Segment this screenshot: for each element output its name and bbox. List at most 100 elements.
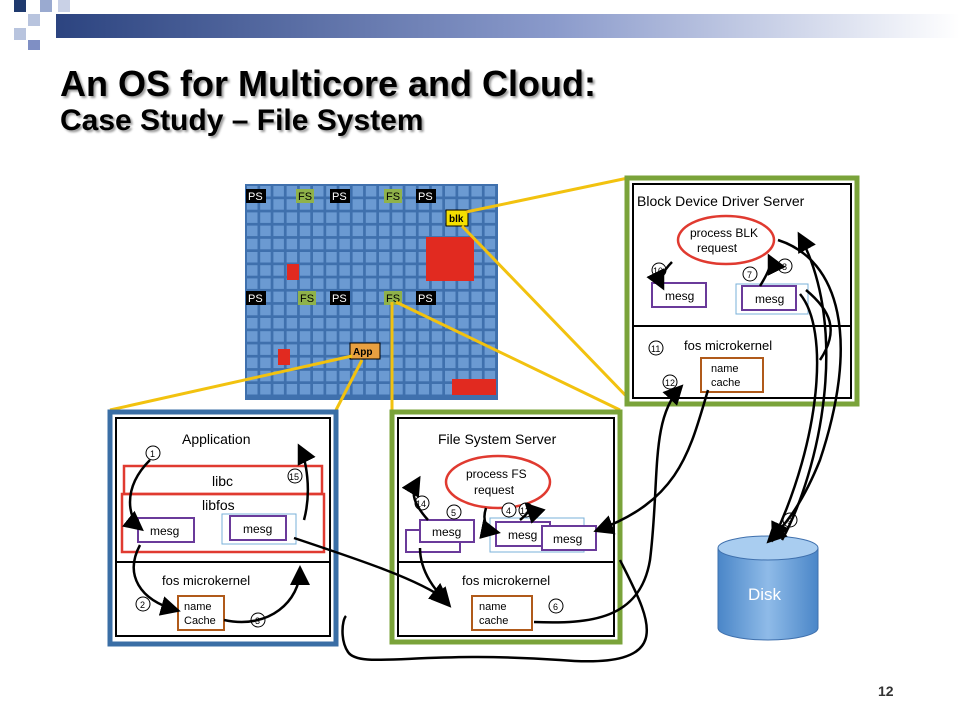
busy-block — [278, 349, 290, 365]
core-cell — [405, 238, 416, 250]
ps-label: PS — [248, 293, 263, 305]
core-cell — [299, 265, 311, 276]
core-cell — [247, 370, 258, 382]
step-number: 5 — [451, 508, 456, 518]
core-cell — [445, 199, 456, 210]
core-cell — [326, 384, 337, 395]
core-cell — [273, 252, 284, 263]
core-cell — [273, 278, 284, 289]
core-cell — [260, 384, 271, 395]
step-badge — [548, 598, 564, 614]
core-cell — [260, 212, 271, 223]
cache-line2: cache — [479, 615, 508, 627]
ps-label: PS — [248, 191, 263, 203]
core-cell — [260, 252, 271, 263]
core-cell — [484, 304, 496, 316]
core-cell — [260, 278, 271, 289]
core-cell — [471, 252, 482, 263]
core-cell — [471, 291, 482, 303]
core-cell — [392, 384, 403, 395]
core-cell — [418, 304, 430, 316]
core-cell — [379, 278, 390, 289]
step-badge — [501, 502, 517, 518]
core-cell — [431, 384, 443, 395]
core-cell — [286, 186, 298, 197]
core-cell — [392, 331, 403, 342]
core-cell — [405, 370, 416, 382]
core-cell — [286, 238, 298, 250]
corner-square — [14, 0, 26, 12]
title-line-1: An OS for Multicore and Cloud: — [60, 63, 596, 104]
core-cell — [286, 225, 298, 237]
core-cell — [313, 291, 324, 303]
cache-line1: name — [711, 363, 739, 375]
step-badge — [287, 468, 303, 484]
core-cell — [339, 370, 350, 382]
core-cell — [484, 225, 496, 237]
core-cell — [352, 225, 364, 237]
core-cell — [313, 225, 324, 237]
core-cell — [458, 357, 469, 369]
mesg-label: mesg — [150, 524, 179, 538]
core-cell — [392, 304, 403, 316]
disk-label: Disk — [748, 585, 782, 604]
arrow-mesg-to-bubble — [519, 502, 546, 524]
core-cell — [471, 212, 482, 223]
core-cell — [365, 252, 377, 263]
core-cell — [458, 199, 469, 210]
core-cell — [247, 357, 258, 369]
block-microkernel-label: fos microkernel — [684, 338, 772, 353]
core-cell — [458, 278, 469, 289]
core-cell — [339, 238, 350, 250]
core-cell — [260, 199, 271, 210]
core-cell — [299, 331, 311, 342]
core-cell — [458, 225, 469, 237]
core-cell — [392, 344, 403, 355]
core-cell — [313, 265, 324, 276]
core-cell — [471, 331, 482, 342]
core-cell — [418, 344, 430, 355]
arrow-blk-to-fs — [593, 389, 710, 535]
core-cell — [379, 331, 390, 342]
fs-label: FS — [298, 191, 312, 203]
disk-body — [717, 547, 819, 641]
mesg-label: mesg — [432, 525, 461, 539]
core-cell — [326, 370, 337, 382]
core-cell — [431, 357, 443, 369]
mesg-box — [741, 285, 797, 311]
core-cell — [418, 384, 430, 395]
core-cell — [445, 291, 456, 303]
core-cell — [299, 238, 311, 250]
core-cell — [392, 370, 403, 382]
core-cell — [405, 384, 416, 395]
title-line-2: Case Study – File System — [60, 103, 424, 137]
core-cell — [299, 318, 311, 329]
core-cell — [352, 186, 364, 197]
core-cell — [247, 252, 258, 263]
core-cell — [379, 238, 390, 250]
core-cell — [313, 278, 324, 289]
core-cell — [458, 331, 469, 342]
core-cell — [431, 212, 443, 223]
mesg-box — [419, 519, 475, 543]
blk-label: blk — [449, 214, 464, 225]
core-cell — [313, 199, 324, 210]
core-cell — [286, 318, 298, 329]
core-cell — [379, 265, 390, 276]
core-cell — [471, 199, 482, 210]
core-cell — [484, 186, 496, 197]
core-cell — [445, 318, 456, 329]
core-cell — [260, 357, 271, 369]
core-cell — [273, 291, 284, 303]
core-cell — [379, 212, 390, 223]
mesg-label: mesg — [665, 289, 694, 303]
core-cell — [431, 344, 443, 355]
application-tile: Application libc libfos mesg mesg fos mi… — [107, 409, 339, 647]
core-cell — [379, 225, 390, 237]
core-cell — [365, 212, 377, 223]
core-cell — [365, 199, 377, 210]
core-cell — [339, 344, 350, 355]
core-cell — [365, 225, 377, 237]
core-cell — [339, 265, 350, 276]
core-cell — [313, 252, 324, 263]
